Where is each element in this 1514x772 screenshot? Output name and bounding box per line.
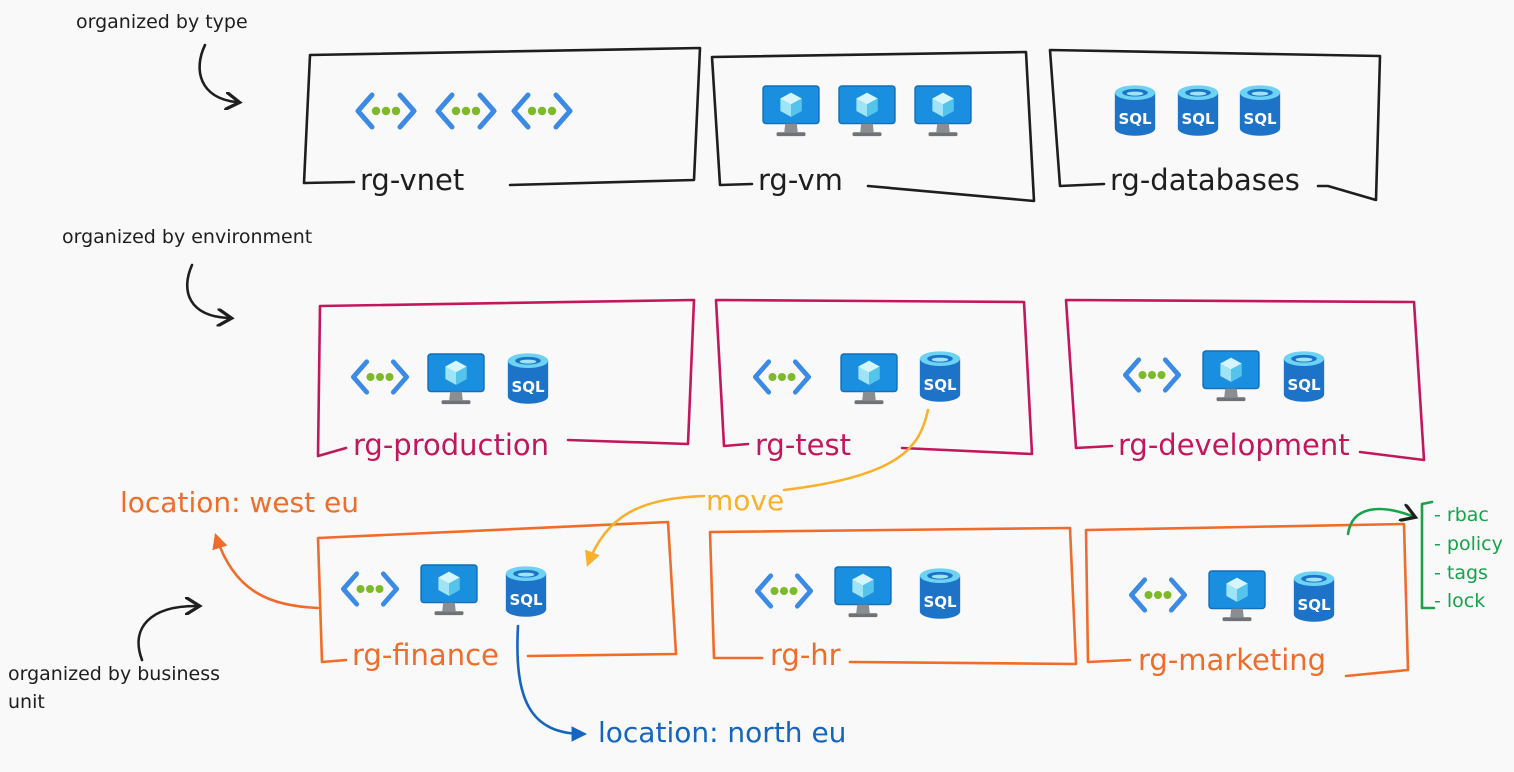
vm-icon [914,85,972,137]
governance-lock: - lock [1434,590,1485,612]
arrow-type [198,43,236,102]
governance-bracket [1420,500,1436,610]
rg-label: rg-production [353,428,549,462]
sql-icon: SQL [507,353,549,404]
vm-icon [838,85,896,137]
sql-icon: SQL [1293,571,1335,622]
vnet-icon [1131,580,1184,610]
vnet-icon [343,574,396,604]
group-rg-finance: SQL rg-finance [316,520,678,672]
arrow-move-bottom [585,494,706,567]
rg-label: rg-vm [758,163,843,197]
vnet-icon [757,576,810,606]
arrow-west-eu [212,533,320,610]
governance-rbac: - rbac [1434,504,1489,526]
vnet-icon [514,95,570,127]
group-rg-marketing: SQL rg-marketing [1084,522,1410,678]
sql-icon: SQL [919,568,961,619]
group-rg-production: SQL rg-production [316,298,696,462]
note-organized-by-environment: organized by environment [62,226,312,248]
group-rg-hr: SQL rg-hr [708,526,1078,672]
vnet-icon [358,95,414,127]
group-rg-vnet: rg-vnet [302,46,702,197]
vm-icon [762,85,820,137]
group-rg-vm: rg-vm [710,50,1036,203]
rg-label: rg-vnet [360,163,464,197]
vm-icon [427,353,485,405]
vnet-icon [438,95,494,127]
vm-icon [1202,350,1260,402]
rg-label: rg-databases [1110,163,1300,197]
arrow-business [137,606,196,662]
arrow-north-eu [516,624,588,742]
vm-icon [1208,570,1266,622]
group-rg-test: SQL rg-test [714,298,1034,462]
note-organized-by-type: organized by type [76,11,248,33]
vnet-icon [1125,360,1178,390]
sql-icon-text: SQL [509,591,543,609]
sql-icon-text: SQL [1287,376,1321,394]
sql-icon: SQL [1239,85,1281,136]
sql-icon-text: SQL [1297,596,1331,614]
arrow-environment [186,263,228,318]
vm-icon [420,564,478,616]
vnet-icon [353,362,406,392]
arrow-governance [1346,509,1412,536]
sql-icon-text: SQL [511,378,545,396]
rg-label: rg-test [755,428,851,462]
governance-policy: - policy [1434,533,1503,555]
sql-icon-text: SQL [923,593,957,611]
sql-icon-text: SQL [1181,110,1215,128]
sql-icon: SQL [505,566,547,617]
rg-label: rg-development [1118,428,1350,462]
note-organized-by-business-line2: unit [8,691,45,713]
location-north-eu: location: north eu [598,716,846,749]
location-west-eu: location: west eu [120,486,359,519]
sql-icon-text: SQL [1243,110,1277,128]
group-rg-databases: SQL SQL SQL rg-databases [1048,48,1382,202]
vnet-icon [755,362,808,392]
vm-icon [834,566,892,618]
rg-label: rg-finance [352,638,499,672]
note-organized-by-business-line1: organized by business [8,663,220,685]
sql-icon-text: SQL [923,376,957,394]
rg-label: rg-hr [770,638,841,672]
arrow-move-top [782,408,930,492]
sql-icon-text: SQL [1118,110,1152,128]
rg-label: rg-marketing [1138,643,1326,677]
governance-tags: - tags [1434,562,1488,584]
group-rg-development: SQL rg-development [1064,298,1426,462]
move-label: move [706,484,784,517]
sql-icon: SQL [1114,85,1156,136]
sql-icon: SQL [1177,85,1219,136]
sql-icon: SQL [919,351,961,402]
sql-icon: SQL [1283,351,1325,402]
vm-icon [840,353,898,405]
